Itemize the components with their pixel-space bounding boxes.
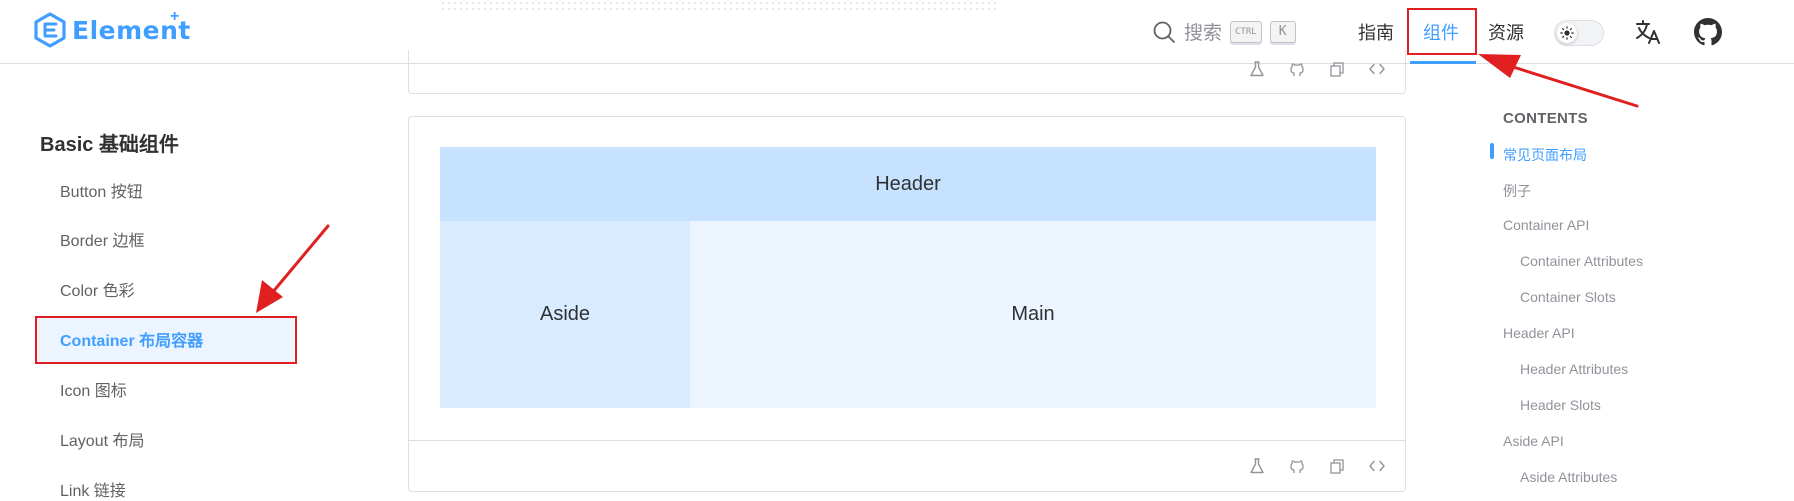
toggle-knob bbox=[1557, 23, 1577, 43]
nav-guide[interactable]: 指南 bbox=[1358, 23, 1394, 43]
logo-text: Element bbox=[72, 15, 191, 45]
code-icon[interactable] bbox=[1366, 455, 1388, 477]
kbd-ctrl: CTRL bbox=[1230, 20, 1262, 43]
language-icon[interactable] bbox=[1634, 18, 1662, 46]
copy-icon[interactable] bbox=[1326, 58, 1348, 80]
element-logo-icon bbox=[34, 12, 66, 48]
toc-item[interactable]: Container Attributes bbox=[1520, 253, 1643, 269]
github-source-icon[interactable] bbox=[1286, 58, 1308, 80]
toc-item[interactable]: Aside API bbox=[1503, 433, 1564, 449]
logo[interactable]: Element + bbox=[34, 8, 191, 48]
copy-icon[interactable] bbox=[1326, 455, 1348, 477]
nav-active-underline bbox=[1410, 61, 1476, 64]
flask-icon[interactable] bbox=[1246, 58, 1268, 80]
github-icon[interactable] bbox=[1694, 18, 1722, 46]
annotation-box-nav bbox=[1407, 8, 1477, 55]
sidebar-item-link[interactable]: Link 链接 bbox=[60, 483, 126, 500]
toc-item[interactable]: Header API bbox=[1503, 325, 1575, 341]
sidebar-item-color[interactable]: Color 色彩 bbox=[60, 283, 135, 300]
flask-icon[interactable] bbox=[1246, 455, 1268, 477]
sidebar-group-title: Basic 基础组件 bbox=[40, 134, 179, 156]
demo-card bbox=[408, 116, 1406, 492]
search-button[interactable]: 搜索 CTRL K bbox=[1152, 18, 1296, 45]
demo-main-block: Main bbox=[690, 221, 1376, 408]
toc-item[interactable]: Container Slots bbox=[1520, 289, 1616, 305]
top-navbar: Element + 搜索 CTRL K 指南 组件 资源 bbox=[0, 0, 1794, 64]
toc-item[interactable]: Container API bbox=[1503, 217, 1590, 233]
toc-item[interactable]: Header Slots bbox=[1520, 397, 1601, 413]
nav-components[interactable]: 组件 bbox=[1423, 23, 1459, 43]
sidebar-item-icon[interactable]: Icon 图标 bbox=[60, 383, 127, 400]
code-icon[interactable] bbox=[1366, 58, 1388, 80]
toc-item[interactable]: Header Attributes bbox=[1520, 361, 1629, 377]
toc-item[interactable]: 例子 bbox=[1503, 183, 1531, 199]
card-divider bbox=[409, 440, 1405, 441]
sidebar-item-container[interactable]: Container 布局容器 bbox=[36, 316, 294, 362]
search-placeholder: 搜索 bbox=[1184, 23, 1223, 44]
search-icon bbox=[1153, 21, 1175, 43]
sidebar-item-layout[interactable]: Layout 布局 bbox=[60, 433, 145, 450]
nav-resources[interactable]: 资源 bbox=[1488, 23, 1524, 43]
toc-active-marker bbox=[1490, 143, 1494, 159]
toc-item[interactable]: 常见页面布局 bbox=[1503, 147, 1587, 163]
theme-sun-icon bbox=[1560, 26, 1574, 40]
toc-item[interactable]: Aside Attributes bbox=[1520, 469, 1618, 485]
demo-aside-block: Aside bbox=[440, 221, 690, 408]
sidebar-item-border[interactable]: Border 边框 bbox=[60, 233, 145, 250]
previous-demo-card bbox=[408, 50, 1406, 94]
logo-plus: + bbox=[170, 8, 180, 25]
toc-title: CONTENTS bbox=[1503, 110, 1588, 127]
theme-toggle[interactable] bbox=[1554, 20, 1604, 46]
demo-header-block: Header bbox=[440, 147, 1376, 221]
annotation-box-sidebar bbox=[35, 316, 297, 364]
sidebar-item-button[interactable]: Button 按钮 bbox=[60, 184, 143, 201]
github-source-icon[interactable] bbox=[1286, 455, 1308, 477]
kbd-k: K bbox=[1269, 20, 1296, 43]
decorative-dot-pattern bbox=[440, 0, 1000, 14]
